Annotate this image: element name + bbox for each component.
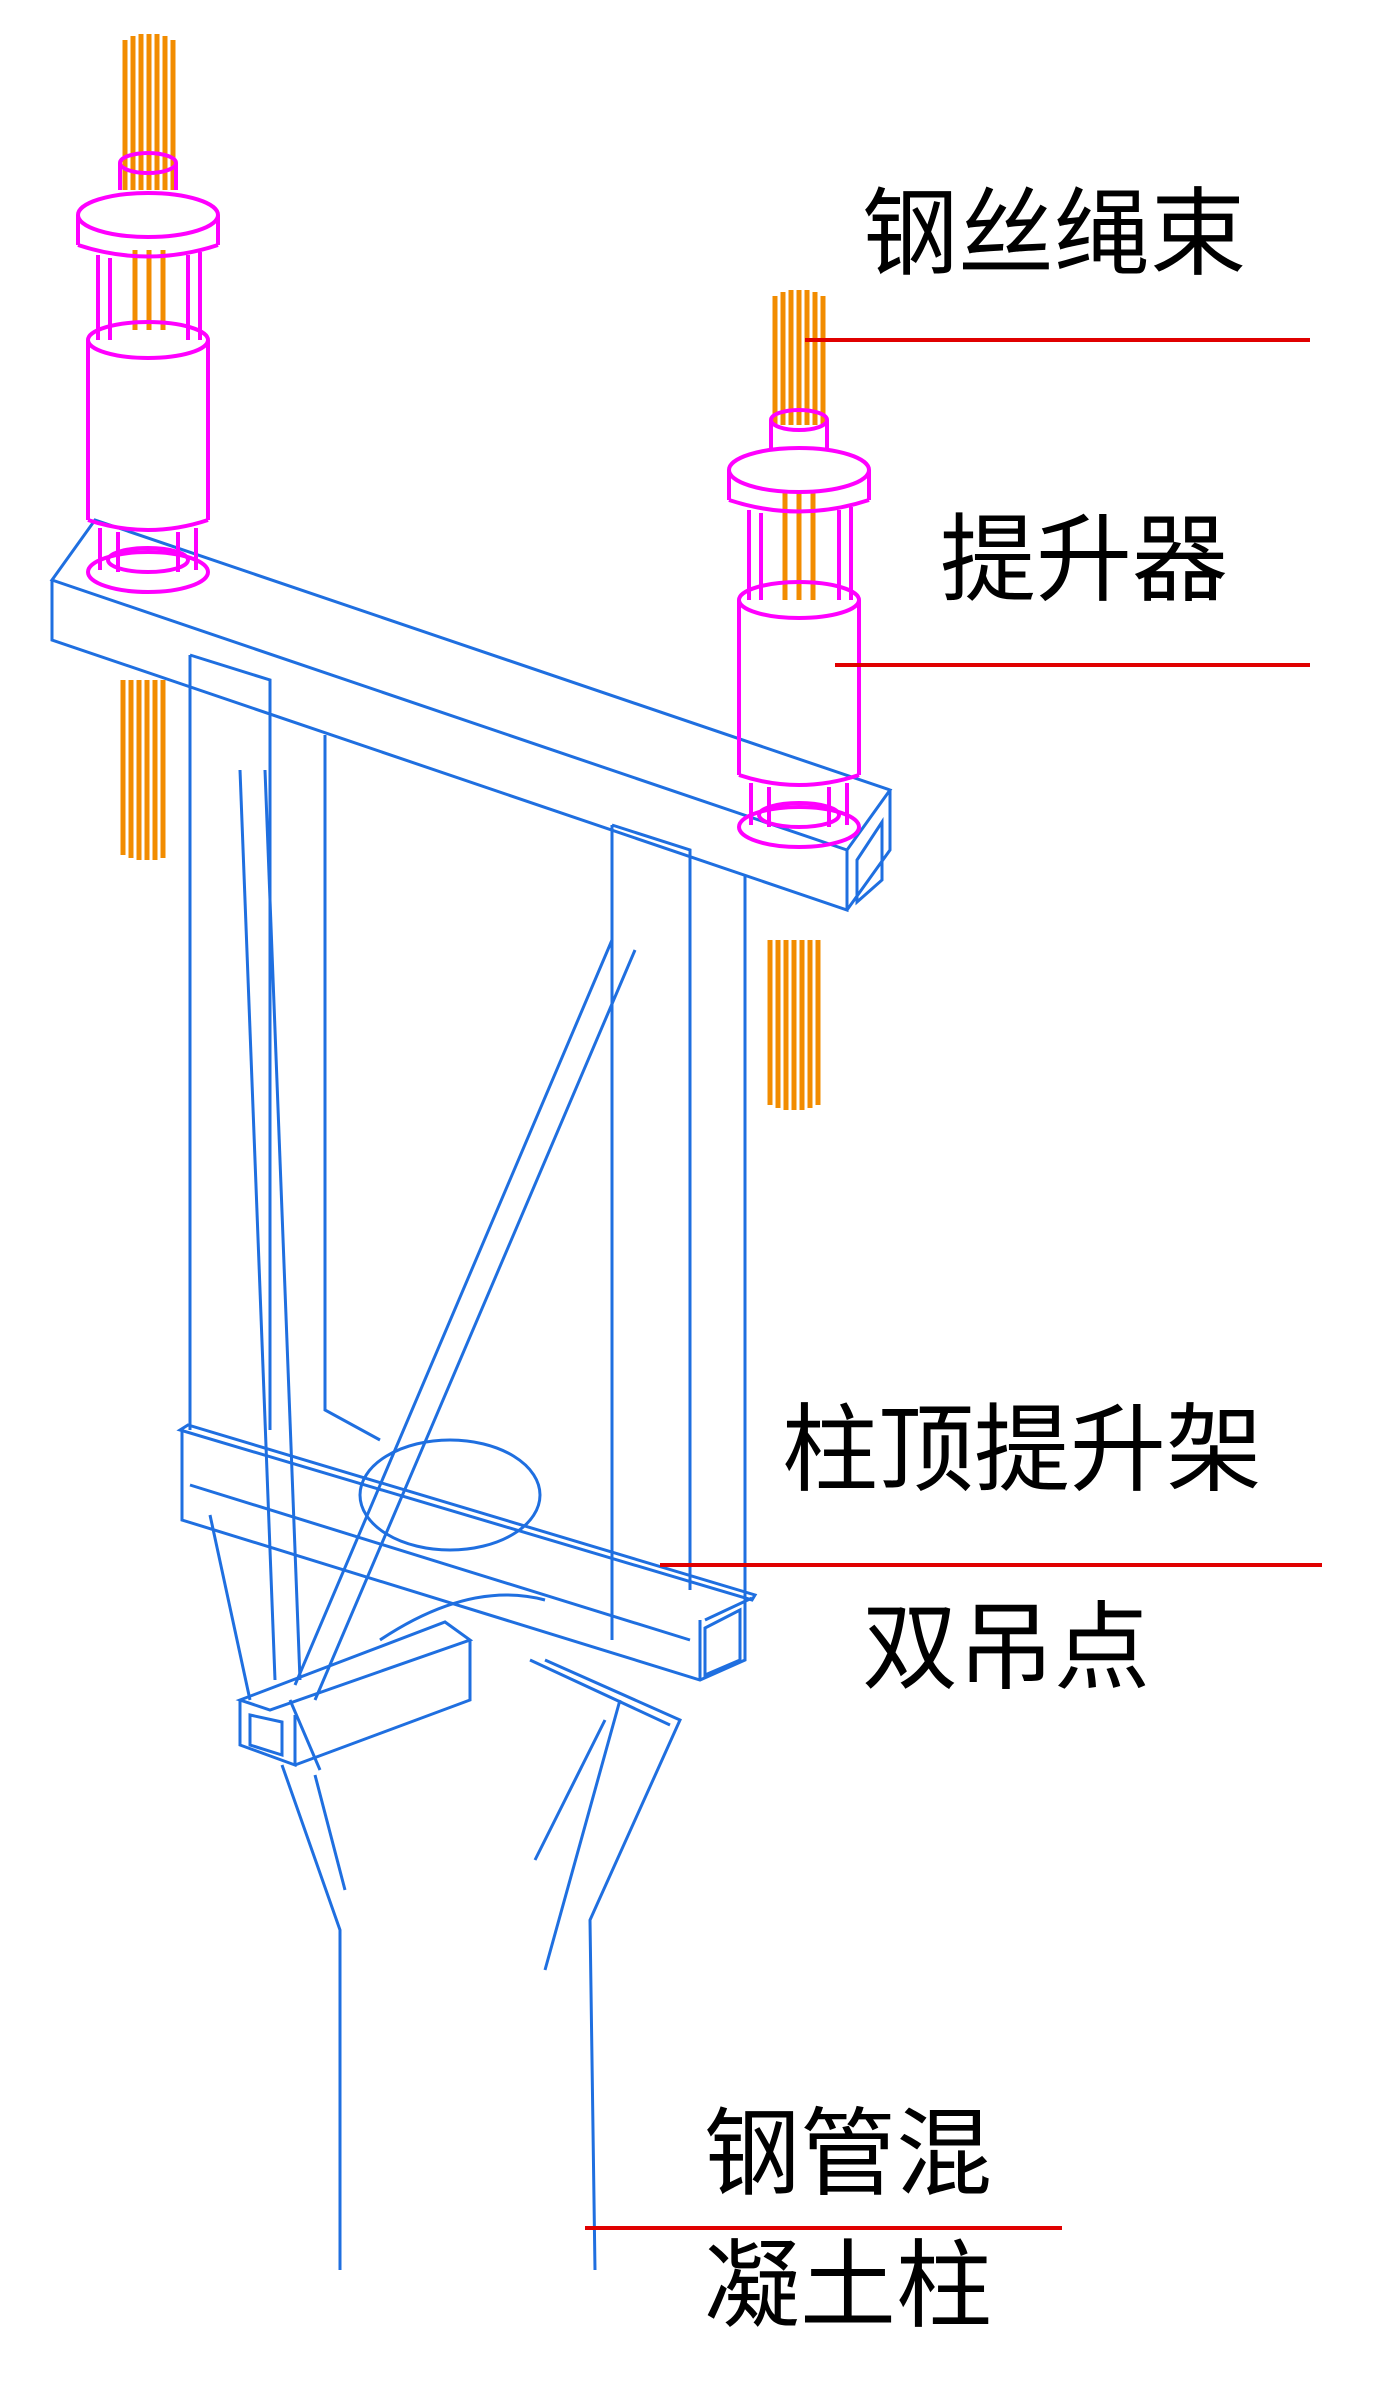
column-top-lifting-frame bbox=[49, 518, 893, 1768]
left-wire-rope-upper bbox=[122, 34, 176, 330]
label-column-top-lifting-frame: 柱顶提升架 bbox=[782, 1394, 1262, 1506]
left-wire-rope-lower bbox=[120, 680, 166, 860]
diagonal-braces bbox=[238, 769, 637, 1701]
steel-tube-concrete-column bbox=[280, 1593, 682, 2271]
lower-lifting-point bbox=[208, 1514, 474, 1768]
bottom-beam bbox=[176, 1423, 758, 1682]
right-wire-rope-upper bbox=[772, 290, 826, 600]
label-column-line2: 凝土柱 bbox=[704, 2230, 992, 2343]
wire-rope-bundles bbox=[120, 34, 826, 1110]
left-lifter bbox=[76, 151, 220, 594]
right-lifter bbox=[727, 408, 871, 849]
label-lifter: 提升器 bbox=[940, 504, 1228, 616]
label-column-line1: 钢管混 bbox=[704, 2098, 992, 2210]
label-double-lifting-point: 双吊点 bbox=[862, 1592, 1150, 1704]
top-beam bbox=[49, 518, 893, 913]
label-steel-tube-concrete-column: 钢管混 凝土柱 bbox=[698, 2088, 998, 2353]
leader-lines bbox=[585, 338, 1322, 2230]
lifter-jacks bbox=[76, 151, 871, 849]
right-wire-rope-lower bbox=[767, 940, 821, 1110]
vertical-posts bbox=[188, 653, 747, 1640]
label-wire-rope-bundle: 钢丝绳束 bbox=[862, 178, 1246, 290]
